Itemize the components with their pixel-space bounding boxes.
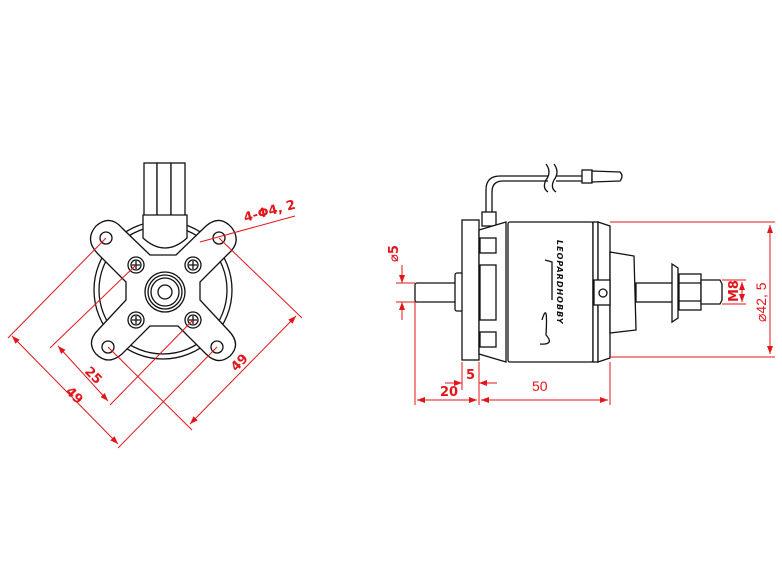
flange-thickness-label: 5 xyxy=(466,368,475,383)
thread-label: M8 xyxy=(727,280,742,302)
body-length-label: 50 xyxy=(532,378,548,394)
leopardhobby-logo: LEOPARDHOBBY xyxy=(539,240,564,345)
front-view: 4-Φ4, 2 49 25 49 xyxy=(7,162,303,449)
rear-mount xyxy=(609,251,637,334)
mount-spacing-left-label: 49 xyxy=(62,384,85,407)
screw-spacing-label: 25 xyxy=(81,364,104,387)
shaft-hub xyxy=(144,271,186,313)
hole-spec-label: 4-Φ4, 2 xyxy=(242,198,297,226)
motor-can xyxy=(507,221,594,363)
side-dimensions: ⌀42, 5 M8 ⌀5 20 5 50 xyxy=(387,221,775,405)
motor-wire xyxy=(485,175,596,215)
front-bell xyxy=(478,221,507,363)
motor-wires xyxy=(143,162,186,219)
side-view: LEOPARDHOBBY ⌀42, 5 M8 ⌀5 20 xyxy=(387,163,775,405)
wire-connector xyxy=(581,169,593,184)
prop-shaft xyxy=(635,282,675,303)
svg-text:LEOPARDHOBBY: LEOPARDHOBBY xyxy=(555,240,564,325)
mount-flange xyxy=(461,219,480,361)
shaft-length-label: 20 xyxy=(440,385,458,400)
body-diameter-label: ⌀42, 5 xyxy=(753,282,769,322)
front-dimensions: 4-Φ4, 2 49 25 49 xyxy=(7,198,303,449)
thread-end xyxy=(700,279,723,305)
output-shaft xyxy=(414,282,458,303)
prop-nut xyxy=(678,273,702,311)
cable-connector xyxy=(142,214,188,249)
prop-washer xyxy=(671,262,679,324)
shaft-diameter-label: ⌀5 xyxy=(387,245,402,262)
